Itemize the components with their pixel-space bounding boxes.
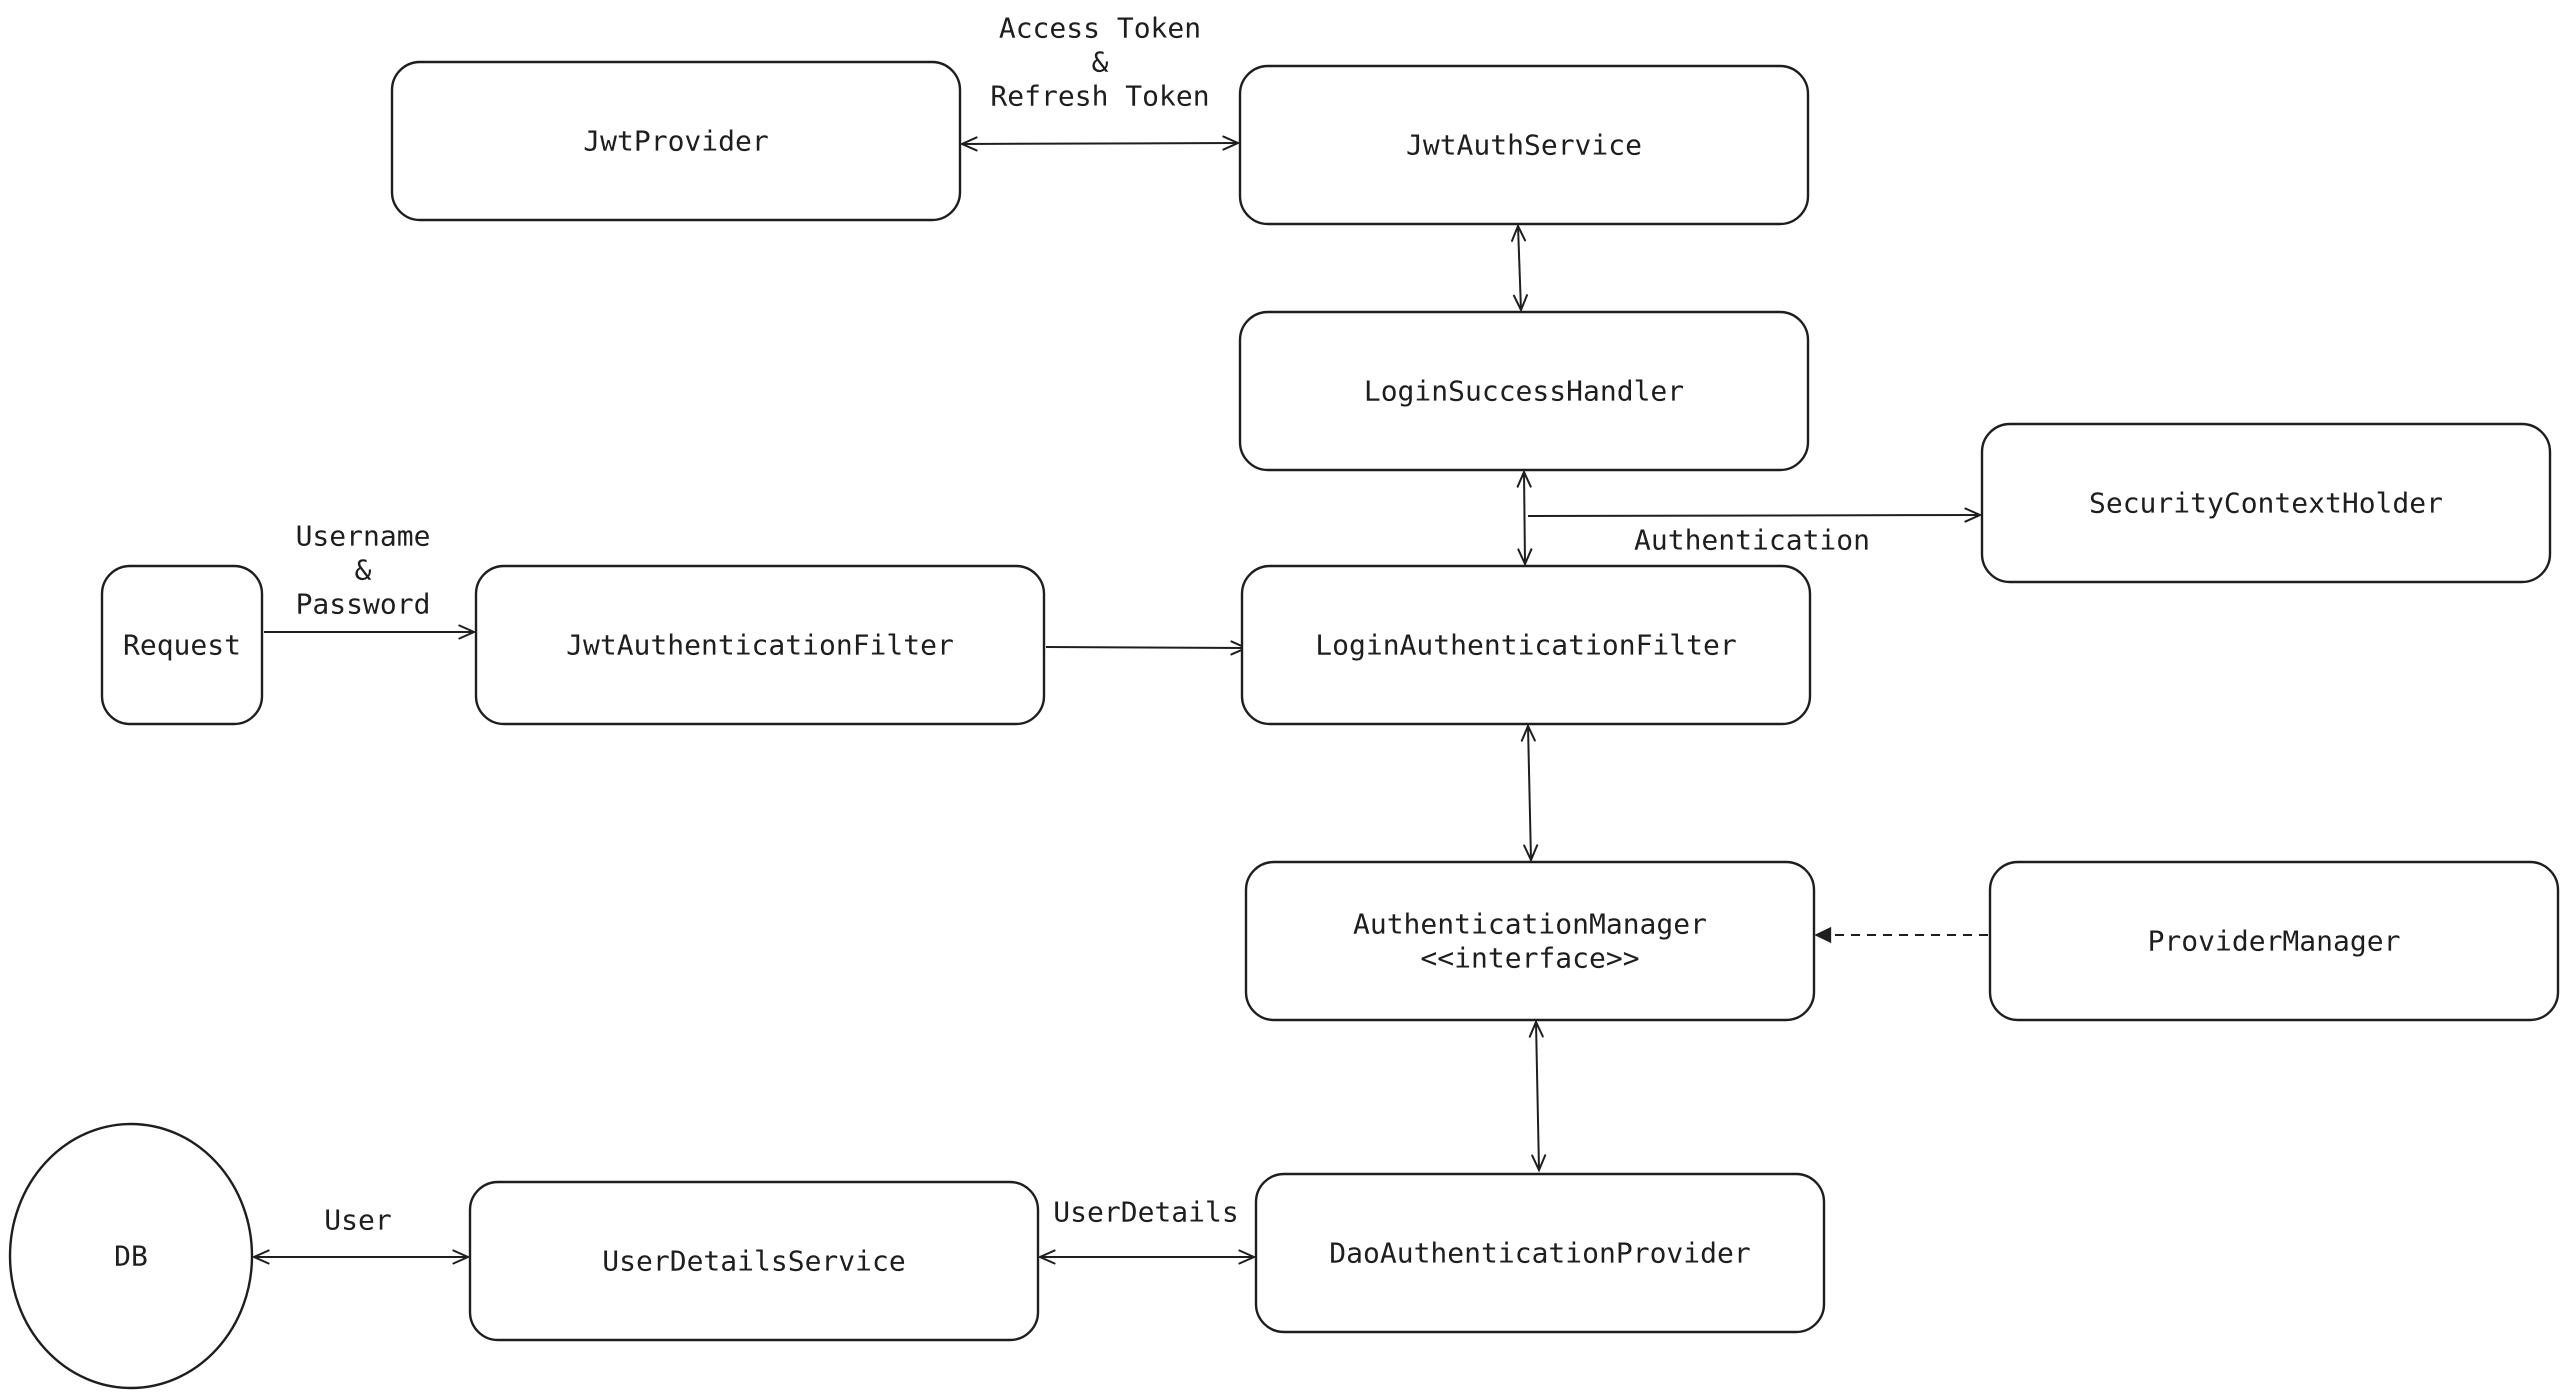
- arrow-head: [1512, 294, 1528, 313]
- node-shape: [1254, 1172, 1826, 1334]
- arrow-head: [1037, 1249, 1056, 1265]
- edge-providermanager-authmanager: [1814, 926, 1988, 944]
- node-login-success-handler: LoginSuccessHandler: [1238, 310, 1810, 472]
- node-shape: [1238, 64, 1810, 226]
- node-user-details-service: UserDetailsService: [468, 1180, 1040, 1342]
- node-jwt-authentication-filter: JwtAuthenticationFilter: [474, 564, 1046, 726]
- edge-line: [1535, 1021, 1540, 1171]
- node-label: DaoAuthenticationProvider: [1329, 1237, 1750, 1270]
- edge-authmanager-daoprovider: [1528, 1019, 1547, 1173]
- arrow-head: [1511, 223, 1527, 242]
- node-shape: [1980, 422, 2552, 584]
- arrow-head: [251, 1249, 270, 1265]
- arrow-head: [1516, 469, 1532, 488]
- arrow-head: [1517, 548, 1533, 567]
- arrow-head: [1964, 507, 1983, 523]
- node-label: DB: [114, 1240, 148, 1273]
- edge-label-text: &: [1092, 46, 1109, 79]
- node-label: JwtAuthenticationFilter: [566, 629, 954, 662]
- node-label: <<interface>>: [1420, 942, 1639, 975]
- node-shape: [1244, 860, 1816, 1022]
- edge-authentication-securitycontext: [1527, 507, 1983, 523]
- node-shape: [8, 1122, 254, 1390]
- edge-line: [1517, 225, 1522, 311]
- arrow-head: [1222, 135, 1241, 151]
- edge-db-userdetailsservice: [251, 1249, 471, 1265]
- edge-label-request-jwtfilter: Username&Password: [296, 520, 431, 621]
- node-label: UserDetailsService: [602, 1245, 905, 1278]
- node-provider-manager: ProviderManager: [1988, 860, 2560, 1022]
- node-login-authentication-filter: LoginAuthenticationFilter: [1240, 564, 1812, 726]
- edge-authservice-successhandler: [1511, 223, 1528, 313]
- node-jwt-auth-service: JwtAuthService: [1238, 64, 1810, 226]
- node-label: ProviderManager: [2148, 925, 2401, 958]
- edge-line: [1523, 471, 1526, 565]
- arrow-head: [1528, 1019, 1544, 1038]
- edge-provider-authservice: [959, 135, 1241, 152]
- edge-successhandler-loginfilter: [1516, 469, 1533, 567]
- node-request: Request: [100, 564, 264, 726]
- nodes-layer: JwtProvider JwtAuthServiceLoginSuccessHan…: [8, 60, 2560, 1390]
- edge-request-jwtfilter: [264, 624, 477, 640]
- node-label: LoginAuthenticationFilter: [1315, 629, 1736, 662]
- edge-label-text: User: [324, 1204, 391, 1237]
- edge-line: [961, 142, 1239, 145]
- edge-labels-layer: Access Token&Refresh TokenAuthentication…: [296, 12, 1870, 1237]
- node-dao-authentication-provider: DaoAuthenticationProvider: [1254, 1172, 1826, 1334]
- edge-label-provider-authservice: Access Token&Refresh Token: [990, 12, 1209, 113]
- node-shape: [100, 564, 264, 726]
- node-label: SecurityContextHolder: [2089, 487, 2443, 520]
- edge-label-text: Authentication: [1634, 524, 1870, 557]
- edge-line: [1527, 514, 1981, 517]
- node-label: LoginSuccessHandler: [1364, 375, 1684, 408]
- edge-line: [1527, 725, 1532, 861]
- node-label: JwtProvider: [583, 125, 768, 158]
- node-label: Request: [123, 629, 241, 662]
- node-shape: [1988, 860, 2560, 1022]
- edge-label-text: &: [355, 554, 372, 587]
- edge-label-text: Access Token: [999, 12, 1201, 45]
- edge-jwtfilter-loginfilter: [1045, 640, 1249, 656]
- edge-loginfilter-authmanager: [1520, 723, 1539, 863]
- edge-line: [1045, 646, 1247, 649]
- node-shape: [1238, 310, 1810, 472]
- edge-label-text: UserDetails: [1053, 1196, 1238, 1229]
- edges-layer: [251, 135, 1988, 1265]
- edge-label-db-userdetailsservice: User: [324, 1204, 391, 1237]
- arrow-head: [458, 624, 477, 640]
- node-label: AuthenticationManager: [1353, 908, 1707, 941]
- node-shape: [468, 1180, 1040, 1342]
- arrow-head: [1531, 1154, 1547, 1173]
- edge-label-authentication-securitycontext: Authentication: [1634, 524, 1870, 557]
- node-shape: [390, 60, 962, 222]
- arrow-head: [1520, 723, 1536, 742]
- edge-label-text: Username: [296, 520, 431, 553]
- arrow-head: [1523, 844, 1539, 863]
- arrow-head: [1238, 1249, 1257, 1265]
- arrow-head: [452, 1249, 471, 1265]
- node-db: DB: [8, 1122, 254, 1390]
- edge-label-userdetailsservice-daoprovider: UserDetails: [1053, 1196, 1238, 1229]
- node-shape: [1240, 564, 1812, 726]
- node-jwt-provider: JwtProvider: [390, 60, 962, 222]
- node-authentication-manager: AuthenticationManager<<interface>>: [1244, 860, 1816, 1022]
- edge-userdetailsservice-daoprovider: [1037, 1249, 1257, 1265]
- node-security-context-holder: SecurityContextHolder: [1980, 422, 2552, 584]
- edge-label-text: Refresh Token: [990, 80, 1209, 113]
- node-label: JwtAuthService: [1406, 129, 1642, 162]
- arrow-head-filled: [1814, 926, 1832, 944]
- arrow-head: [959, 136, 978, 152]
- edge-label-text: Password: [296, 588, 431, 621]
- node-shape: [474, 564, 1046, 726]
